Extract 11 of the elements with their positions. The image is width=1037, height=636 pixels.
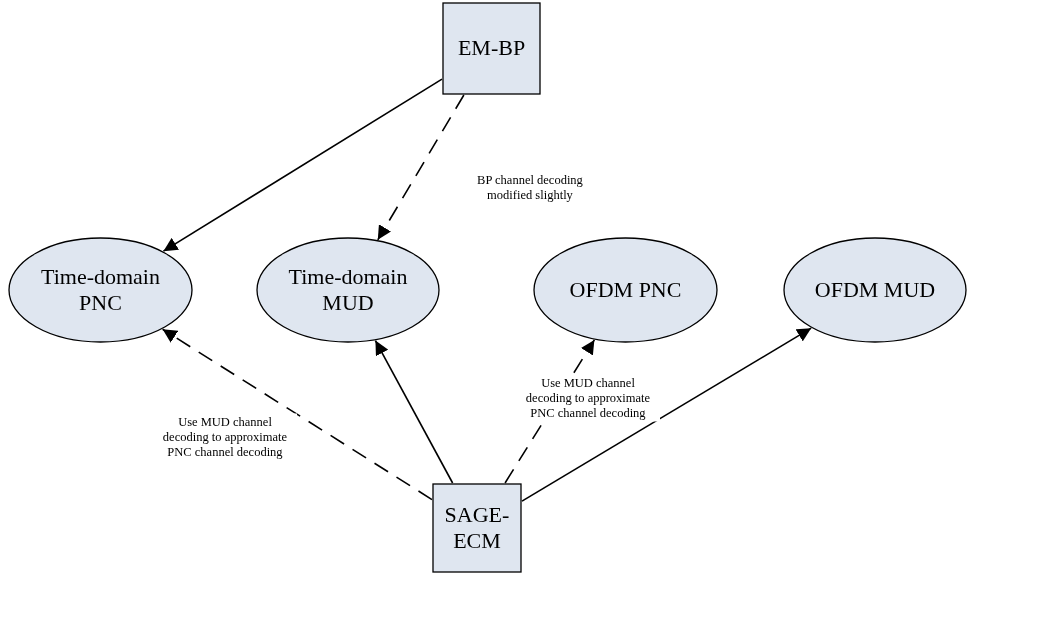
arrow xyxy=(374,339,454,484)
node-label: SAGE-ECM xyxy=(443,501,511,555)
node-label: Time-domain MUD xyxy=(287,263,409,317)
arrow xyxy=(377,94,465,241)
node-label: Time-domain PNC xyxy=(40,263,161,317)
arrow xyxy=(521,327,812,502)
arrow xyxy=(161,328,433,501)
arrow xyxy=(162,78,443,252)
node-label: OFDM PNC xyxy=(568,276,683,304)
node-label: OFDM MUD xyxy=(813,276,937,304)
node-label: EM-BP xyxy=(456,35,527,62)
